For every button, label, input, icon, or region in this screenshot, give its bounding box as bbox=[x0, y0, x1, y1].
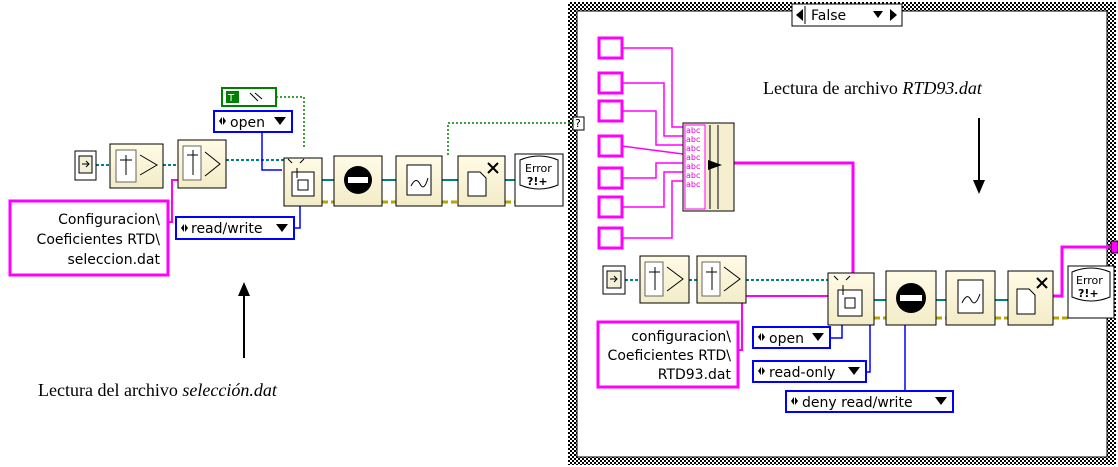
bool-constant[interactable]: T bbox=[221, 87, 277, 107]
dropdown-arrow-icon[interactable] bbox=[812, 333, 824, 341]
close-file-node-left[interactable] bbox=[457, 155, 506, 207]
open-file-node-left[interactable] bbox=[283, 157, 323, 207]
open-enum-left[interactable]: open bbox=[213, 110, 293, 133]
strip-path-icon bbox=[187, 150, 221, 177]
path-arrow-icon bbox=[82, 160, 90, 168]
tunnel-question-mark: ? bbox=[575, 117, 581, 130]
strip-path-node-case-2[interactable] bbox=[696, 255, 747, 304]
empty-path-constants[interactable] bbox=[597, 36, 624, 250]
read-file-icon bbox=[961, 293, 981, 304]
svg-text:Error: Error bbox=[525, 162, 552, 175]
file-icon bbox=[297, 179, 309, 191]
increment-arrow-icon[interactable] bbox=[890, 9, 897, 21]
strip-path-icon bbox=[120, 154, 158, 176]
empty-path-constant[interactable] bbox=[597, 166, 624, 190]
svg-text:Coeficientes RTD\: Coeficientes RTD\ bbox=[608, 348, 732, 364]
left-annotation: Lectura del archivo selección.dat bbox=[38, 282, 278, 400]
decrement-arrow-icon[interactable] bbox=[796, 9, 803, 21]
svg-text:Coeficientes RTD\: Coeficientes RTD\ bbox=[37, 232, 161, 248]
open-file-node-case[interactable] bbox=[827, 272, 875, 326]
case-output-tunnel bbox=[1110, 240, 1118, 254]
svg-text:open: open bbox=[230, 115, 265, 131]
svg-text:?!+: ?!+ bbox=[1078, 287, 1099, 300]
file-icon bbox=[844, 297, 856, 309]
build-array-node[interactable]: abc abc abc abc abc abc abc bbox=[682, 122, 735, 212]
dropdown-arrow-icon[interactable] bbox=[848, 367, 860, 375]
error-handler-node-left[interactable]: Error ?!+ bbox=[514, 153, 564, 207]
stop-node-case[interactable] bbox=[885, 270, 937, 326]
svg-text:abc: abc bbox=[686, 162, 700, 171]
path-constant-left[interactable]: Configuracion\ Coeficientes RTD\ selecci… bbox=[8, 199, 170, 277]
caption-right: Lectura de archivo RTD93.dat bbox=[763, 78, 983, 98]
read-write-enum-left[interactable]: read/write bbox=[175, 216, 295, 240]
dropdown-arrow-icon[interactable] bbox=[274, 117, 286, 125]
case-annotation: Lectura de archivo RTD93.dat bbox=[763, 78, 985, 194]
empty-path-constant[interactable] bbox=[597, 36, 624, 60]
dropdown-arrow-icon[interactable] bbox=[873, 11, 883, 18]
empty-path-constant[interactable] bbox=[597, 71, 624, 95]
case-selector[interactable]: False bbox=[791, 3, 903, 27]
strip-path-icon bbox=[649, 266, 684, 292]
svg-text:read-only: read-only bbox=[769, 365, 835, 381]
svg-text:deny read/write: deny read/write bbox=[802, 395, 913, 411]
empty-path-constant[interactable] bbox=[597, 195, 624, 219]
svg-text:abc: abc bbox=[686, 144, 700, 153]
deny-enum-case[interactable]: deny read/write bbox=[785, 390, 954, 413]
stop-icon bbox=[348, 177, 368, 183]
read-only-enum-case[interactable]: read-only bbox=[752, 360, 867, 383]
dropdown-arrow-icon[interactable] bbox=[276, 224, 288, 232]
left-wires bbox=[96, 96, 573, 229]
strip-path-node-2[interactable] bbox=[177, 139, 227, 189]
close-x-icon bbox=[1036, 277, 1048, 289]
empty-path-constant[interactable] bbox=[597, 226, 624, 250]
svg-text:configuracion\: configuracion\ bbox=[631, 329, 731, 345]
svg-text:Configuracion\: Configuracion\ bbox=[58, 212, 160, 228]
strip-path-node-case-1[interactable] bbox=[639, 255, 690, 304]
svg-text:RTD93.dat: RTD93.dat bbox=[658, 367, 732, 383]
svg-text:abc: abc bbox=[686, 180, 700, 189]
svg-text:?!+: ?!+ bbox=[527, 175, 548, 188]
empty-path-constant[interactable] bbox=[597, 134, 624, 158]
case-selector-label: False bbox=[811, 8, 846, 24]
svg-text:T: T bbox=[227, 93, 235, 104]
strip-path-node-1[interactable] bbox=[109, 143, 164, 189]
strip-path-icon bbox=[706, 266, 741, 292]
build-array-icon bbox=[708, 160, 722, 170]
stop-icon bbox=[900, 295, 922, 301]
svg-text:abc: abc bbox=[686, 171, 700, 180]
case-wires bbox=[621, 47, 1116, 392]
current-vi-path-node-case[interactable] bbox=[602, 265, 626, 295]
path-constant-case[interactable]: configuracion\ Coeficientes RTD\ RTD93.d… bbox=[596, 320, 740, 389]
stop-node-left[interactable] bbox=[333, 155, 383, 207]
caption-left: Lectura del archivo selección.dat bbox=[38, 380, 278, 400]
close-x-icon bbox=[487, 162, 499, 174]
svg-text:Error: Error bbox=[1076, 274, 1103, 287]
path-arrow-icon bbox=[610, 275, 618, 283]
empty-path-constant[interactable] bbox=[597, 99, 624, 123]
dropdown-arrow-icon[interactable] bbox=[935, 397, 947, 405]
read-file-node-case[interactable] bbox=[945, 270, 996, 326]
svg-text:seleccion.dat: seleccion.dat bbox=[67, 252, 160, 268]
read-file-node-left[interactable] bbox=[395, 155, 443, 207]
svg-text:abc: abc bbox=[686, 135, 700, 144]
read-file-icon bbox=[410, 177, 429, 188]
svg-text:abc: abc bbox=[686, 126, 700, 135]
current-vi-path-node[interactable] bbox=[74, 150, 97, 181]
svg-text:abc: abc bbox=[686, 153, 700, 162]
svg-text:open: open bbox=[769, 331, 804, 347]
arrow-up-icon bbox=[238, 282, 250, 296]
close-file-node-case[interactable] bbox=[1007, 270, 1054, 326]
svg-text:read/write: read/write bbox=[191, 221, 262, 237]
arrow-down-icon bbox=[973, 180, 985, 194]
error-handler-node-case[interactable]: Error ?!+ bbox=[1067, 265, 1115, 319]
open-enum-case[interactable]: open bbox=[752, 326, 831, 349]
